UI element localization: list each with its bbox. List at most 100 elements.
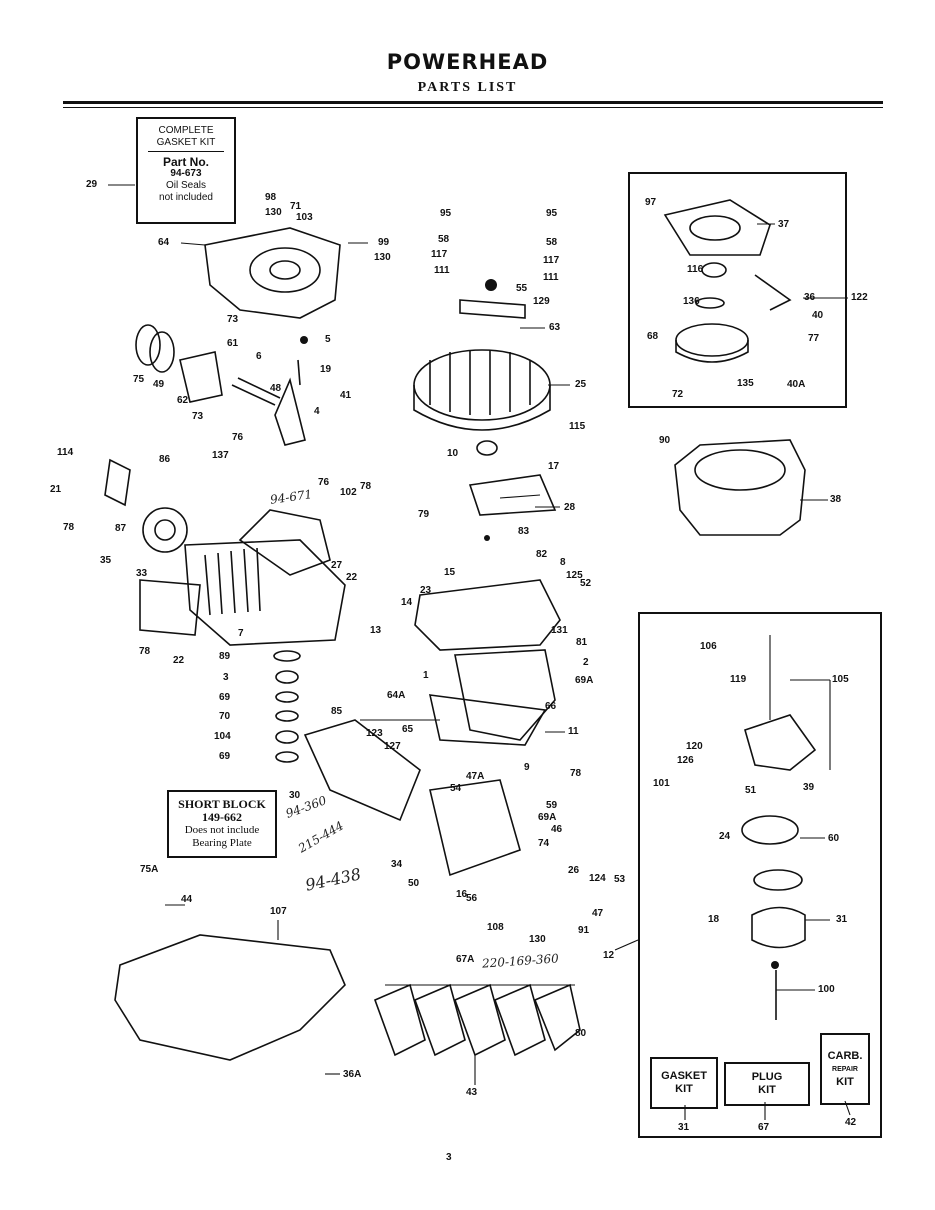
callout: 16 [456,889,468,900]
callout: 122 [851,292,868,303]
callout: 2 [583,657,589,668]
callout: 119 [730,674,747,685]
callout: 19 [320,364,332,375]
callout: 117 [431,249,448,260]
callout: 29 [86,179,98,190]
callout: 48 [270,383,282,394]
callout: 69 [219,751,231,762]
callout: 28 [564,502,576,513]
callout: 36 [804,292,816,303]
callout: 106 [700,641,717,652]
callout: 56 [466,893,478,904]
callout: 61 [227,338,239,349]
callout: 63 [549,322,561,333]
carburetor-body [744,714,817,771]
gasket-kit-part-label: Part No. [162,155,209,169]
callout: 11 [568,726,579,737]
bearing-3 [275,670,299,684]
callout: 30 [289,790,301,801]
callout: 78 [63,522,75,533]
callout: 22 [346,572,358,583]
callout: 105 [832,674,849,685]
callout: 47 [592,908,604,919]
callout: 111 [543,272,559,283]
callout: 137 [212,450,229,461]
callout: 104 [214,731,231,742]
callout: 23 [420,585,432,596]
callout: 66 [545,701,557,712]
callout: 67 [758,1122,770,1133]
callout: 17 [548,461,560,472]
reed-plate-85 [303,719,421,822]
callout: 126 [677,755,694,766]
callout: 89 [219,651,231,662]
callout: 64A [387,690,406,701]
crankcase-cover-35 [142,507,188,553]
cover-22 [139,579,201,636]
callout: 115 [569,421,586,432]
callout: 42 [845,1117,857,1128]
short-block-line2: 149-662 [202,810,242,824]
callout: 69A [538,812,557,823]
callout: 10 [447,448,459,459]
gasket-27 [238,509,331,576]
callout: 102 [340,487,357,498]
callout: 31 [678,1122,690,1133]
spring-116 [701,262,727,278]
callout: 100 [818,984,835,995]
bushing-10 [476,440,498,456]
callout: 14 [401,597,413,608]
callout: 21 [50,484,62,495]
callout: 40A [787,379,806,390]
callout: 13 [370,625,382,636]
callout: 6 [256,351,262,362]
callout: 12 [603,950,615,961]
callout: 38 [830,494,842,505]
callout: 78 [139,646,151,657]
callout: 130 [529,934,546,945]
plate-28 [468,474,557,516]
gasket-kit-box: COMPLETE GASKET KIT Part No. 94-673 Oil … [136,117,236,224]
callout: 46 [551,824,563,835]
callout: 27 [331,560,343,571]
callout: 103 [296,212,313,223]
float-bowl-24 [741,815,799,845]
seal-89 [273,650,301,662]
callout: 108 [487,922,504,933]
short-block-line1: SHORT BLOCK [178,797,266,811]
callout: 8 [560,557,566,568]
callout: 75A [140,864,159,875]
callout: 107 [270,906,287,917]
piston-ring-75 [135,324,161,366]
callout: 58 [546,237,558,248]
engine-cowl-107 [114,934,346,1061]
callout: 117 [543,255,560,266]
plug-kit-label: PLUG KIT [724,1062,810,1106]
callout: 5 [325,334,331,345]
gasket-43a [373,983,426,1057]
callout: 95 [546,208,558,219]
callout: 76 [232,432,244,443]
gasket-kit-note1: Oil Seals [165,180,206,191]
bracket-63 [459,299,526,319]
callout: 64 [158,237,170,248]
callout: 80 [575,1028,587,1039]
gasket-11 [428,694,547,746]
callout: 86 [159,454,171,465]
crankcase-1 [454,649,556,741]
carb-kit-mid: REPAIR [832,1065,858,1073]
callout: 116 [687,264,704,275]
callout: 129 [533,296,550,307]
carb-kit-bottom: KIT [836,1075,854,1088]
callout: 33 [136,568,148,579]
callout: 62 [177,395,189,406]
pulley-68 [675,323,749,357]
callout: 67A [456,954,475,965]
starter-housing-37 [663,199,771,256]
callout: 50 [408,878,420,889]
short-block-line3: Does not include [184,824,260,836]
callout: 1 [423,670,429,681]
callout: 74 [538,838,550,849]
carb-kit-top: CARB. [827,1049,863,1062]
callout: 58 [438,234,450,245]
